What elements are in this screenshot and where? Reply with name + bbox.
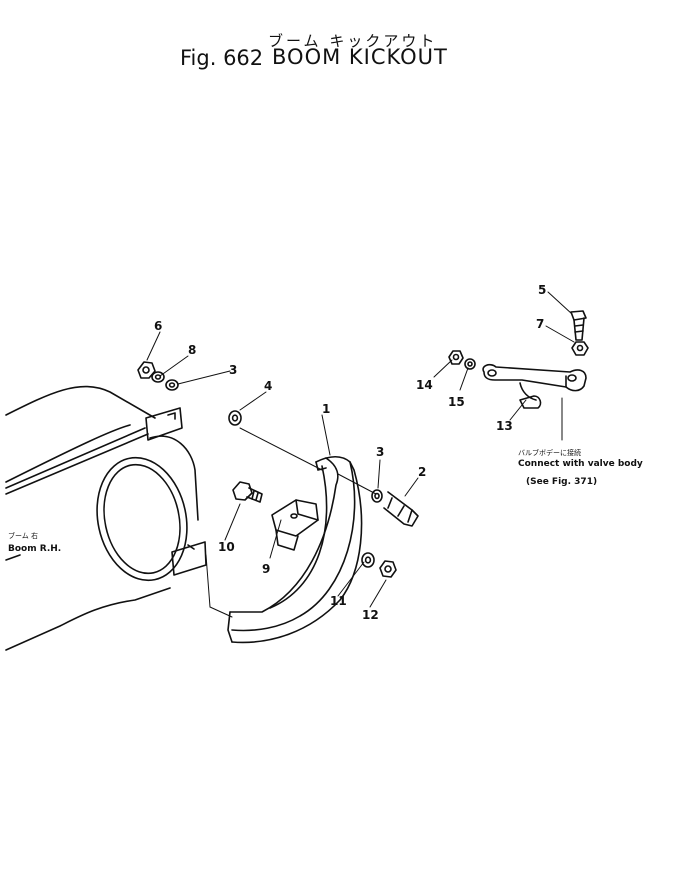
callout-14: 14 — [416, 378, 433, 392]
figure-title: BOOM KICKOUT — [272, 45, 448, 69]
callout-11: 11 — [330, 594, 347, 608]
title-japanese: ブーム キックアウト — [268, 32, 438, 50]
part-6-nut-left — [137, 361, 156, 379]
note-valve-japanese: バルブボデーに接続 — [518, 449, 581, 457]
callout-1: 1 — [322, 402, 331, 416]
lower-bracket — [171, 541, 207, 576]
callout-10: 10 — [218, 540, 235, 554]
figure-number: Fig. 662 — [180, 46, 264, 70]
note-boom-english: Boom R.H. — [8, 544, 62, 554]
callout-12: 12 — [362, 608, 379, 622]
part-8-lock-washer-left — [151, 371, 165, 383]
boom-rh-body — [5, 385, 199, 651]
callout-4: 4 — [264, 379, 273, 393]
part-3-washer-mid — [371, 489, 383, 503]
part-13-lever — [482, 364, 587, 409]
callout-2: 2 — [418, 465, 427, 479]
callout-6: 6 — [154, 319, 163, 333]
leader-lines — [146, 291, 575, 618]
upper-bracket — [5, 407, 183, 483]
part-14-nut — [448, 350, 464, 365]
part-1-kickout-cam — [227, 455, 363, 644]
part-4-washer — [228, 410, 242, 426]
callout-3-left: 3 — [229, 363, 238, 377]
callout-8: 8 — [188, 343, 197, 357]
part-3-washer-left — [165, 379, 179, 391]
callout-15: 15 — [448, 395, 465, 409]
boom-pin-boss — [96, 456, 188, 582]
note-boom-japanese: ブーム 右 — [8, 532, 39, 540]
note-valve-reference: (See Fig. 371) — [526, 477, 598, 487]
part-2-bolt — [383, 491, 419, 527]
callout-7: 7 — [536, 317, 545, 331]
part-7-nut — [571, 341, 589, 356]
part-9-plate — [271, 499, 319, 551]
callout-5: 5 — [538, 283, 547, 297]
part-12-nut — [379, 560, 397, 578]
callout-13: 13 — [496, 419, 513, 433]
callout-3-mid: 3 — [376, 445, 385, 459]
note-valve-english: Connect with valve body — [518, 459, 643, 469]
part-10-bolt — [232, 481, 263, 503]
callout-9: 9 — [262, 562, 271, 576]
part-5-bolt — [570, 310, 587, 341]
part-11-washer — [361, 552, 375, 568]
part-15-washer — [464, 358, 476, 370]
